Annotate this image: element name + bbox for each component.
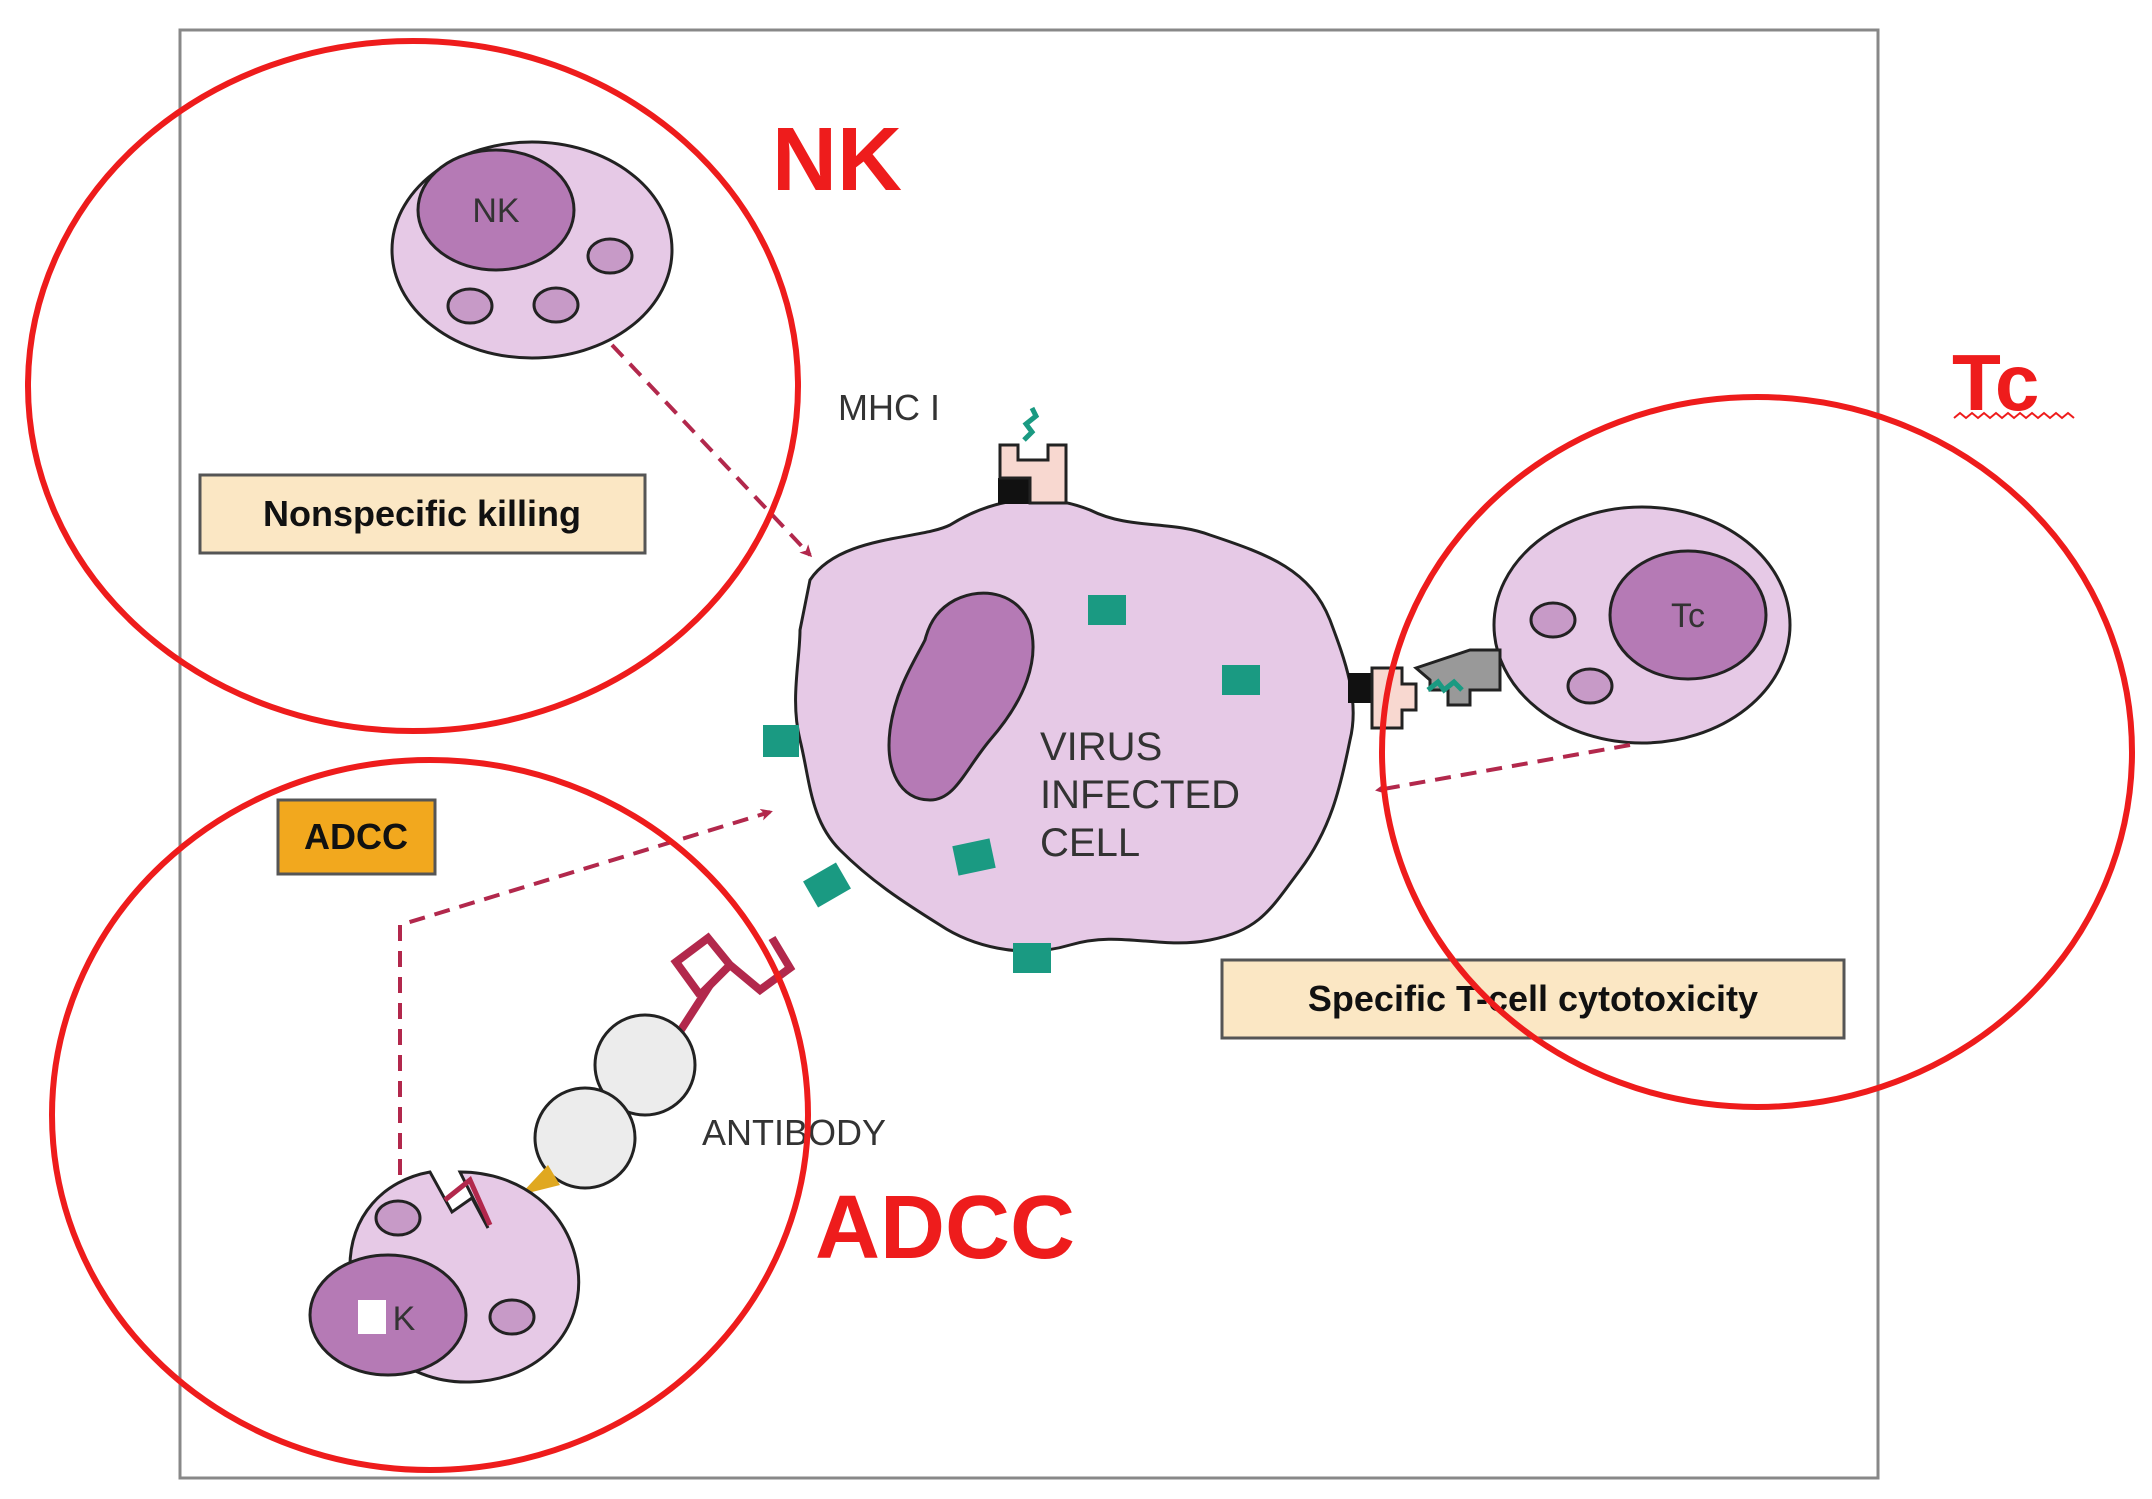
antibody-label: ANTIBODY [702, 1112, 886, 1153]
antibody-fc-domain [533, 1086, 637, 1190]
spellcheck-underline [1953, 411, 2075, 420]
nk-annotation-label: NK [772, 110, 902, 210]
adcc-box: ADCC [276, 798, 437, 876]
adcc-killing-arrow [398, 808, 773, 1175]
virus-infected-cell: VIRUS INFECTED CELL [763, 497, 1355, 973]
granule [1529, 601, 1577, 639]
nk-nucleus [416, 148, 576, 272]
nonspecific-killing-box: Nonspecific killing [198, 473, 647, 555]
granule [586, 237, 634, 275]
nonspecific-killing-label: Nonspecific killing [263, 493, 581, 534]
tc-killing-arrow [1375, 743, 1631, 795]
redaction-patch [358, 1300, 386, 1334]
tc-cell: Tc [1492, 505, 1792, 745]
viral-antigen [803, 862, 851, 908]
nk-annotation-circle [25, 38, 801, 734]
viral-antigen [952, 838, 996, 876]
adcc-nk-cell: K [308, 1170, 581, 1384]
specific-cytotoxicity-label: Specific T-cell cytotoxicity [1308, 978, 1758, 1019]
nk-cell-label: NK [472, 192, 520, 230]
adcc-annotation-circle [49, 757, 811, 1473]
virus-label-line1: VIRUS [1040, 725, 1162, 769]
granule [446, 287, 494, 325]
antibody-fc-domain [593, 1013, 697, 1117]
nk-cell: NK [390, 140, 674, 360]
antibody [520, 932, 796, 1195]
specific-cytotoxicity-box: Specific T-cell cytotoxicity [1220, 958, 1846, 1040]
virus-cell-body [794, 497, 1355, 953]
viral-antigen [1222, 665, 1260, 695]
granule [532, 286, 580, 324]
virus-label-line2: INFECTED [1040, 773, 1240, 817]
adcc-annotation-label: ADCC [815, 1178, 1075, 1278]
adcc-nk-nucleus [308, 1253, 468, 1377]
viral-antigen [1013, 943, 1051, 973]
viral-antigen [763, 725, 799, 757]
tc-annotation-circle [1379, 394, 2135, 1110]
granule [1566, 667, 1614, 705]
adcc-box-label: ADCC [304, 816, 408, 857]
nk-killing-arrow [610, 343, 813, 558]
mhc-label: MHC I [838, 387, 940, 428]
adcc-nk-cell-label: K [393, 1300, 416, 1338]
mhc-i-molecule-top [998, 406, 1068, 505]
virus-label-line3: CELL [1040, 821, 1140, 865]
viral-antigen [1088, 595, 1126, 625]
fc-receptor-tip [520, 1165, 560, 1195]
granule [374, 1199, 422, 1237]
tc-cell-label: Tc [1671, 597, 1705, 635]
granule [488, 1298, 536, 1336]
tc-nucleus [1608, 549, 1768, 681]
virus-cell-nucleus [887, 591, 1035, 802]
